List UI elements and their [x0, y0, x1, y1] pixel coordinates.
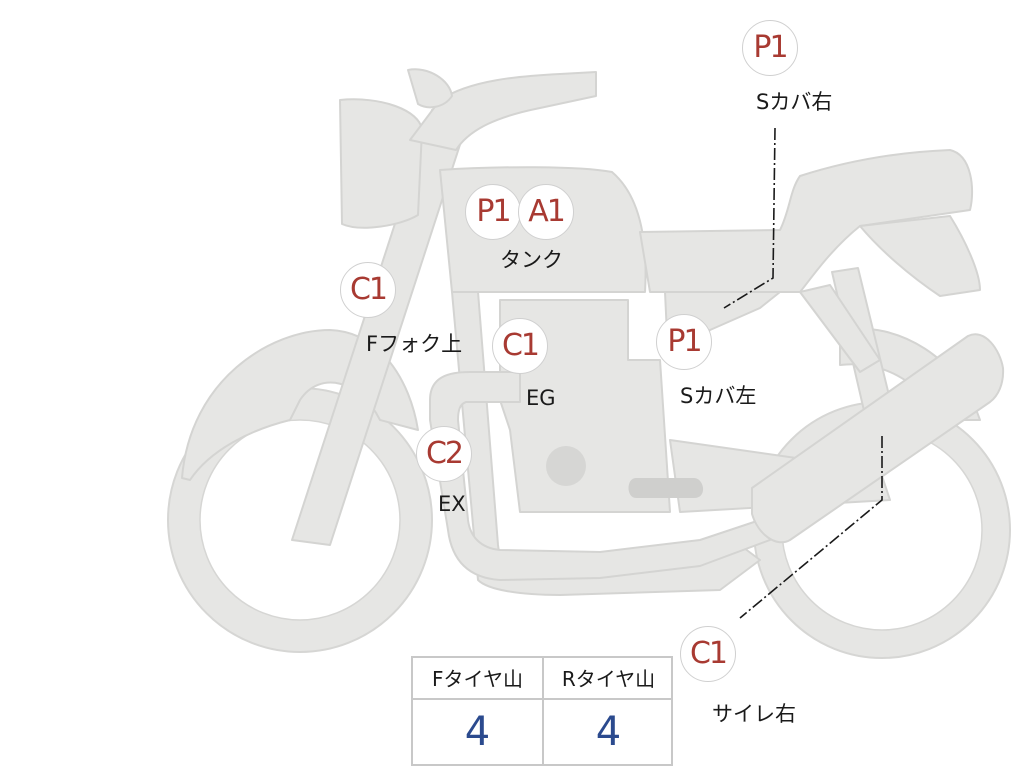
fork-grade: C1 [340, 262, 396, 318]
side-cover-right-label: Sカバ右 [756, 90, 833, 114]
tank-appearance-grade: A1 [518, 184, 574, 240]
engine-label: EG [526, 386, 556, 410]
front-tire-value: 4 [464, 709, 491, 755]
headlight [339, 98, 423, 229]
leader-silencer-right [739, 436, 883, 619]
footpeg [628, 478, 704, 498]
side-cover-left-label: Sカバ左 [680, 384, 757, 408]
fork-label: Fフォク上 [366, 332, 463, 356]
tank-paint-grade: P1 [465, 184, 521, 240]
table-divider [542, 658, 544, 764]
rear-tire-value: 4 [595, 709, 622, 755]
silencer-right-grade: C1 [680, 626, 736, 682]
exhaust-label: EX [438, 492, 466, 516]
silencer [751, 333, 1005, 544]
front-tire-header: Fタイヤ山 [413, 658, 542, 700]
rear-tire-header: Rタイヤ山 [544, 658, 673, 700]
engine-cover [546, 446, 586, 486]
silencer-right-label: サイレ右 [712, 702, 796, 726]
side-cover-right-grade: P1 [742, 20, 798, 76]
engine-grade: C1 [492, 318, 548, 374]
leader-side-cover-right [723, 127, 776, 309]
tire-tread-table: Fタイヤ山 Rタイヤ山 4 4 [411, 656, 673, 766]
exhaust-pipe [429, 371, 771, 581]
side-cover-left-grade: P1 [656, 314, 712, 370]
seat [639, 149, 974, 293]
exhaust-grade: C2 [416, 426, 472, 482]
tank-label: タンク [500, 248, 563, 272]
handlebar [409, 71, 597, 151]
